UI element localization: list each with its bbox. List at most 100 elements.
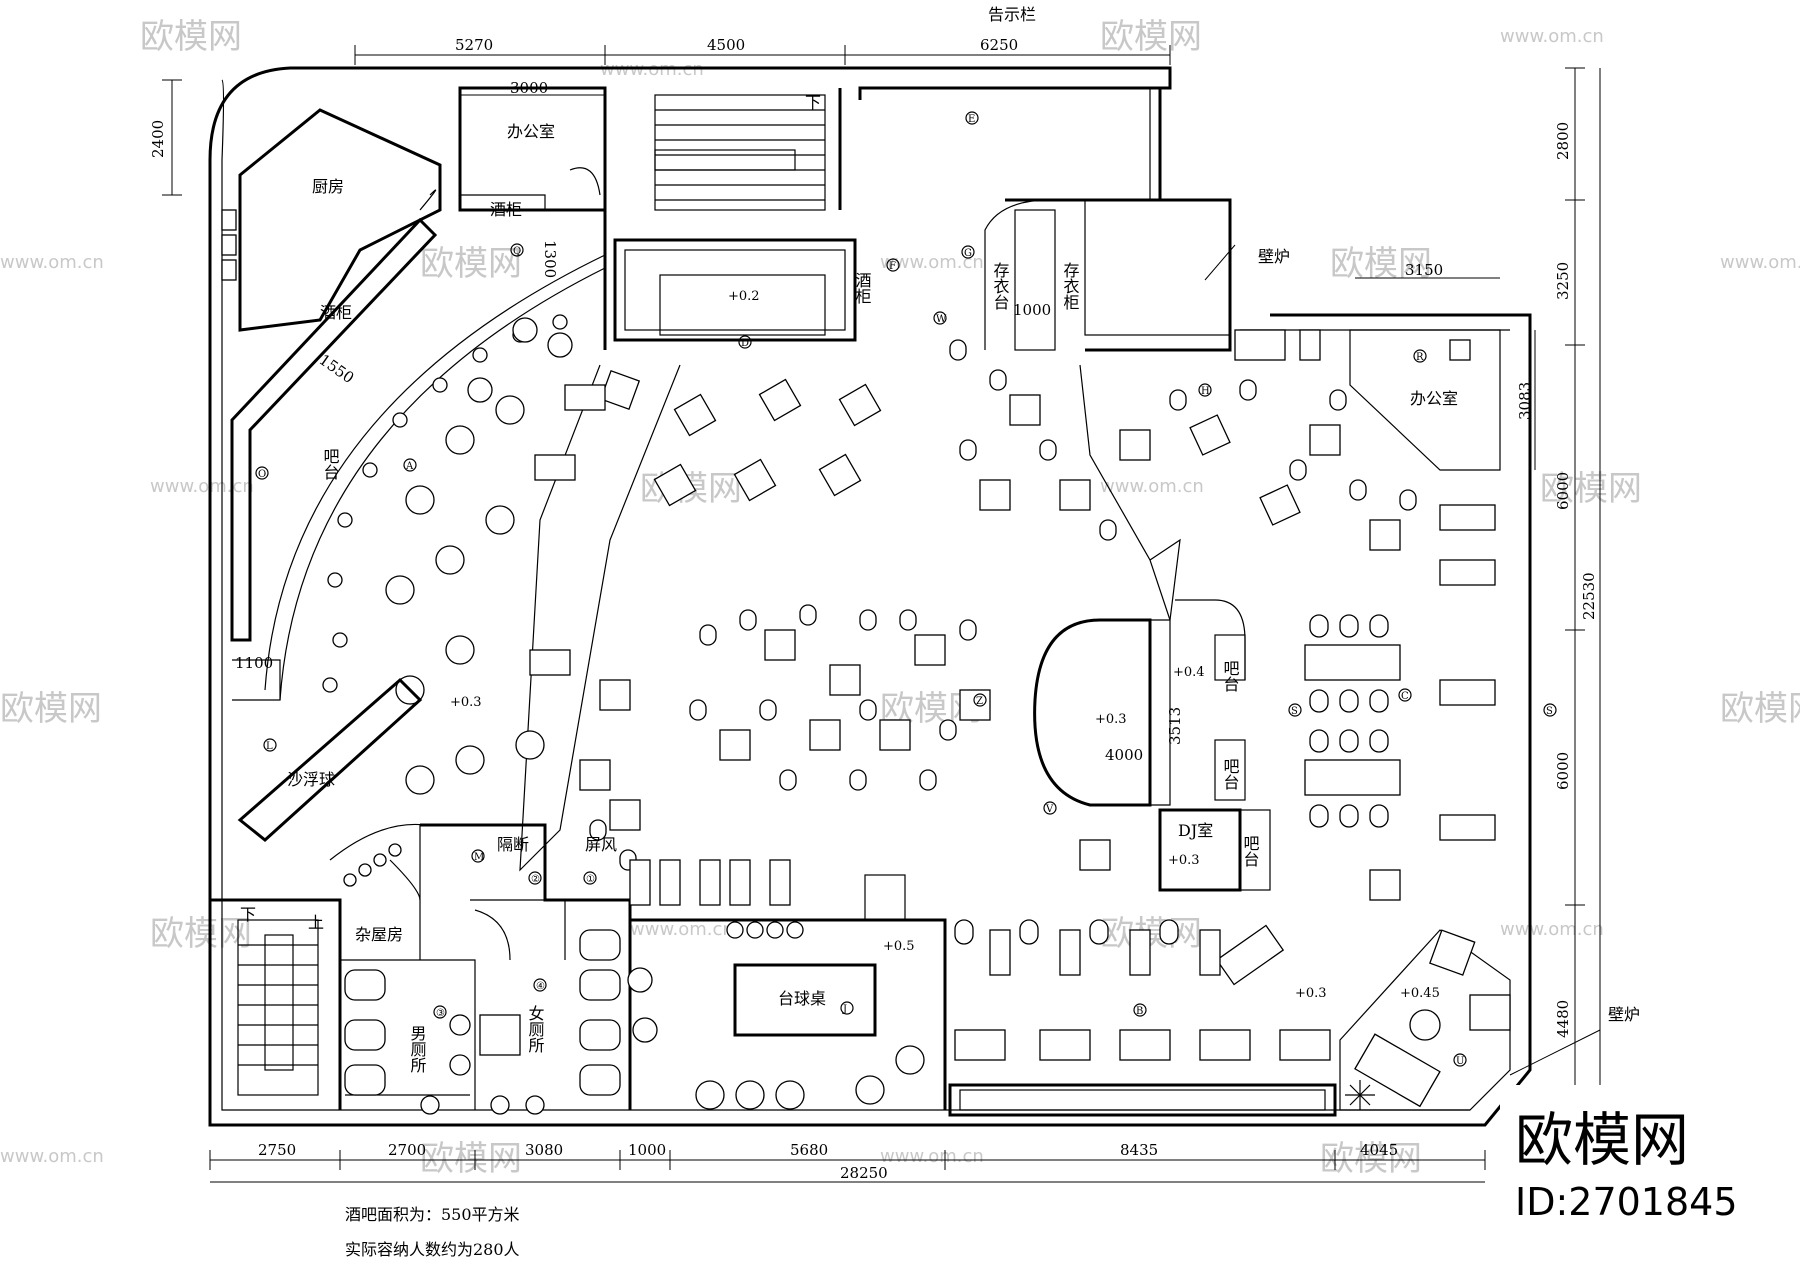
watermark-brand: 欧模网 <box>1320 1139 1422 1179</box>
label-stairs-up: 上 <box>308 913 324 932</box>
label-office-2: 办公室 <box>1410 389 1458 408</box>
dim-bottom-7: 4045 <box>1360 1141 1398 1159</box>
dimensions-top: 5270 4500 6250 3000 <box>354 36 1171 97</box>
dim-misc: 3513 <box>1166 707 1184 745</box>
watermark-url: www.om.cn <box>1500 919 1604 940</box>
dim-bottom-total: 28250 <box>840 1164 888 1182</box>
section-markers: A B C D E F G H J L M O Q R S S U V W Z … <box>255 111 1557 1067</box>
label-coat-cabinet: 存衣柜 <box>1061 262 1080 310</box>
dim-top-3: 6250 <box>980 36 1018 54</box>
label-bar-counter-vertical: 吧台 <box>321 448 340 480</box>
dim-bottom-4: 1000 <box>628 1141 666 1159</box>
outer-walls <box>208 66 1532 1127</box>
dim-misc: 1100 <box>235 654 273 672</box>
dim-right-1: 2800 <box>1554 122 1572 160</box>
label-billiard-table: 台球桌 <box>778 989 826 1008</box>
dim-bottom-6: 8435 <box>1120 1141 1158 1159</box>
marker: V <box>1045 804 1054 815</box>
label-stairs-down-1: 下 <box>240 905 256 924</box>
level-marks: +0.2 +0.3 +0.4 +0.3 +0.3 +0.5 +0.3 +0.45 <box>450 289 1440 1001</box>
marker: S <box>1291 706 1298 717</box>
level-mark: +0.3 <box>450 695 482 710</box>
cloakroom-zone <box>984 198 1321 361</box>
level-mark: +0.4 <box>1173 665 1205 680</box>
marker: L <box>266 741 273 752</box>
watermark-url: www.om.cn <box>880 252 984 273</box>
label-fireplace-2: 壁炉 <box>1608 1005 1640 1024</box>
brand-stamp: 欧模网 ID:2701845 <box>1500 1085 1770 1245</box>
label-screen: 屏风 <box>585 835 617 854</box>
dim-right-total: 22530 <box>1580 572 1598 620</box>
marker: R <box>1416 352 1424 363</box>
dim-misc: 1550 <box>316 351 358 388</box>
label-partition: 隔断 <box>497 835 529 854</box>
watermark-url: www.om.cn <box>0 1146 104 1167</box>
watermark-url: www.om.cn <box>880 1146 984 1167</box>
dimensions-right: 2800 3250 6000 6000 4480 22530 <box>1554 67 1601 1126</box>
marker: J <box>842 1004 847 1015</box>
label-wine-cabinet-1: 酒柜 <box>490 200 522 219</box>
dim-misc: 1300 <box>541 240 559 278</box>
marker: E <box>968 114 975 125</box>
marker: B <box>1136 1006 1143 1017</box>
square-tables <box>529 369 1401 986</box>
label-wine-cabinet-2: 酒柜 <box>320 303 352 322</box>
marker: Z <box>976 696 983 707</box>
dim-right-3: 6000 <box>1554 472 1572 510</box>
watermark-brand: 欧模网 <box>0 689 102 729</box>
dim-top-2: 4500 <box>707 36 745 54</box>
central-partitions <box>519 364 1181 872</box>
marker: F <box>889 261 896 272</box>
label-office-1: 办公室 <box>507 122 555 141</box>
label-womens-toilet: 女厕所 <box>526 1004 545 1053</box>
round-tables-left <box>385 317 573 795</box>
brand-name: 欧模网 <box>1515 1106 1689 1174</box>
label-bar-c: 吧台 <box>1241 835 1260 867</box>
watermark-brand: 欧模网 <box>1100 914 1202 954</box>
note-capacity: 实际容纳人数约为280人 <box>345 1240 520 1259</box>
brand-id: ID:2701845 <box>1515 1180 1738 1224</box>
marker: ① <box>586 874 595 885</box>
label-stairs-down-2: 下 <box>805 93 821 112</box>
level-mark: +0.2 <box>728 289 760 304</box>
label-wine-cabinet-3: 酒柜 <box>853 272 872 304</box>
marker: H <box>1201 386 1210 397</box>
marker: W <box>936 314 947 325</box>
dim-right-5: 4480 <box>1554 1000 1572 1038</box>
lower-stair-treads <box>238 944 318 1066</box>
chairs <box>589 339 1417 871</box>
dimensions-left: 2400 <box>149 79 182 196</box>
dim-misc: 3083 <box>1516 382 1534 420</box>
booth-zone <box>948 919 1511 1117</box>
label-kitchen: 厨房 <box>312 177 344 196</box>
marker: A <box>405 461 414 472</box>
label-mens-toilet: 男厕所 <box>408 1025 427 1073</box>
marker: U <box>1456 1056 1464 1067</box>
kitchen-zone <box>221 86 607 701</box>
dim-top-1: 5270 <box>455 36 493 54</box>
label-storage: 杂屋房 <box>355 925 403 944</box>
room-labels: 办公室 厨房 酒柜 酒柜 吧台 酒柜 存衣台 存衣柜 壁炉 办公室 告示栏 沙浮… <box>240 5 1640 1073</box>
stair-treads <box>655 109 825 201</box>
stage-zone <box>1033 599 1271 892</box>
dim-misc: 4000 <box>1105 746 1143 764</box>
dim-right-4: 6000 <box>1554 752 1572 790</box>
billiard-zone <box>627 859 947 1110</box>
dim-bottom-1: 2750 <box>258 1141 296 1159</box>
watermark-url: www.om.cn <box>1720 252 1800 273</box>
dimensions-misc: 1300 1550 1100 1000 3150 3083 3513 4000 <box>235 240 1601 1076</box>
watermark-url: www.om.cn <box>1500 26 1604 47</box>
watermark-brand: 欧模网 <box>1330 244 1432 284</box>
note-area: 酒吧面积为：550平方米 <box>345 1205 520 1224</box>
top-stairs <box>603 88 857 350</box>
watermark-brand: 欧模网 <box>150 914 252 954</box>
dim-top-inner: 3000 <box>510 79 548 97</box>
service-zone <box>210 823 632 1115</box>
dim-bottom-3: 3080 <box>525 1141 563 1159</box>
watermark-url: www.om.cn <box>1100 476 1204 497</box>
marker: ③ <box>436 1008 445 1019</box>
label-coat-counter: 存衣台 <box>991 262 1010 310</box>
plant-icon <box>1345 1080 1375 1110</box>
shuffleboard-zone <box>210 677 426 901</box>
